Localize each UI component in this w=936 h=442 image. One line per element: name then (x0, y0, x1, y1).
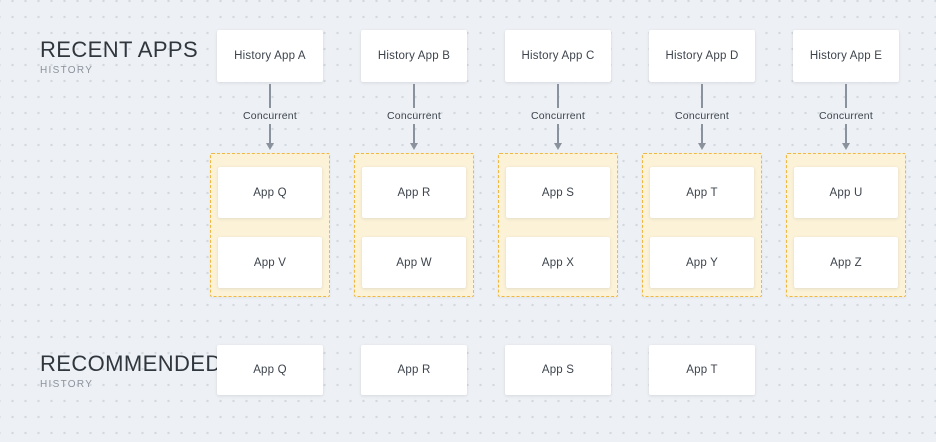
recent-apps-subtitle: HISTORY (40, 65, 94, 76)
recommended-app-box[interactable]: App S (505, 345, 611, 395)
app-column-e: History App E Concurrent App U App Z (786, 30, 906, 297)
app-box[interactable]: App W (362, 237, 466, 288)
flow-arrow: Concurrent (819, 82, 873, 153)
arrow-line (412, 84, 415, 108)
app-box[interactable]: App Z (794, 237, 898, 288)
arrow-down-icon (697, 143, 706, 150)
recommended-app-box[interactable]: App Q (217, 345, 323, 395)
app-label: App W (396, 256, 432, 269)
concurrent-group: App U App Z (786, 153, 906, 297)
arrow-line (556, 124, 559, 143)
recent-apps-title: RECENT APPS (40, 37, 199, 62)
app-label: App S (541, 364, 575, 376)
history-app-box[interactable]: History App E (793, 30, 899, 82)
recent-apps-header: RECENT APPS HISTORY (40, 37, 199, 77)
arrow-line (700, 84, 703, 108)
history-app-label: History App C (521, 50, 595, 62)
app-box[interactable]: App T (650, 167, 754, 218)
recommended-cell: App T (642, 345, 762, 395)
flow-arrow: Concurrent (243, 82, 297, 153)
app-column-b: History App B Concurrent App R App W (354, 30, 474, 297)
flow-arrow: Concurrent (675, 82, 729, 153)
arrow-line (268, 124, 271, 143)
arrow-label: Concurrent (819, 110, 873, 122)
history-app-label: History App D (665, 50, 739, 62)
app-box[interactable]: App S (506, 167, 610, 218)
app-column-c: History App C Concurrent App S App X (498, 30, 618, 297)
concurrent-group: App R App W (354, 153, 474, 297)
arrow-down-icon (265, 143, 274, 150)
flow-arrow: Concurrent (387, 82, 441, 153)
app-label: App U (829, 186, 863, 199)
app-label: App Q (253, 186, 287, 199)
history-app-label: History App E (809, 50, 883, 62)
recommended-header: RECOMMENDED HISTORY (40, 351, 222, 391)
app-box[interactable]: App R (362, 167, 466, 218)
app-box[interactable]: App U (794, 167, 898, 218)
recent-apps-diagram: History App A Concurrent App Q App V His… (210, 30, 906, 297)
app-column-a: History App A Concurrent App Q App V (210, 30, 330, 297)
arrow-down-icon (841, 143, 850, 150)
arrow-line (844, 124, 847, 143)
recommended-app-box[interactable]: App T (649, 345, 755, 395)
arrow-label: Concurrent (531, 110, 585, 122)
history-app-label: History App B (377, 50, 451, 62)
arrow-down-icon (553, 143, 562, 150)
recommended-title: RECOMMENDED (40, 351, 222, 376)
app-label: App T (686, 186, 718, 199)
flow-arrow: Concurrent (531, 82, 585, 153)
app-label: App Z (830, 256, 862, 269)
arrow-label: Concurrent (675, 110, 729, 122)
history-app-box[interactable]: History App A (217, 30, 323, 82)
concurrent-group: App S App X (498, 153, 618, 297)
recommended-row: App Q App R App S App T (210, 345, 906, 395)
arrow-label: Concurrent (243, 110, 297, 122)
app-column-d: History App D Concurrent App T App Y (642, 30, 762, 297)
app-label: App R (397, 364, 431, 376)
arrow-line (412, 124, 415, 143)
app-box[interactable]: App V (218, 237, 322, 288)
app-label: App V (253, 256, 287, 269)
recommended-cell: App R (354, 345, 474, 395)
app-box[interactable]: App X (506, 237, 610, 288)
arrow-line (844, 84, 847, 108)
recommended-subtitle: HISTORY (40, 379, 94, 390)
app-label: App Q (253, 364, 287, 376)
app-label: App T (686, 364, 718, 376)
arrow-label: Concurrent (387, 110, 441, 122)
recommended-cell: App S (498, 345, 618, 395)
history-app-box[interactable]: History App B (361, 30, 467, 82)
recommended-cell-empty (786, 345, 906, 395)
app-label: App R (397, 186, 431, 199)
arrow-line (556, 84, 559, 108)
app-label: App X (541, 256, 575, 269)
app-label: App S (541, 186, 575, 199)
arrow-down-icon (409, 143, 418, 150)
history-app-label: History App A (234, 50, 306, 62)
arrow-line (268, 84, 271, 108)
history-app-box[interactable]: History App D (649, 30, 755, 82)
recommended-cell: App Q (210, 345, 330, 395)
app-box[interactable]: App Y (650, 237, 754, 288)
history-app-box[interactable]: History App C (505, 30, 611, 82)
arrow-line (700, 124, 703, 143)
concurrent-group: App T App Y (642, 153, 762, 297)
app-label: App Y (685, 256, 719, 269)
app-box[interactable]: App Q (218, 167, 322, 218)
concurrent-group: App Q App V (210, 153, 330, 297)
recommended-app-box[interactable]: App R (361, 345, 467, 395)
